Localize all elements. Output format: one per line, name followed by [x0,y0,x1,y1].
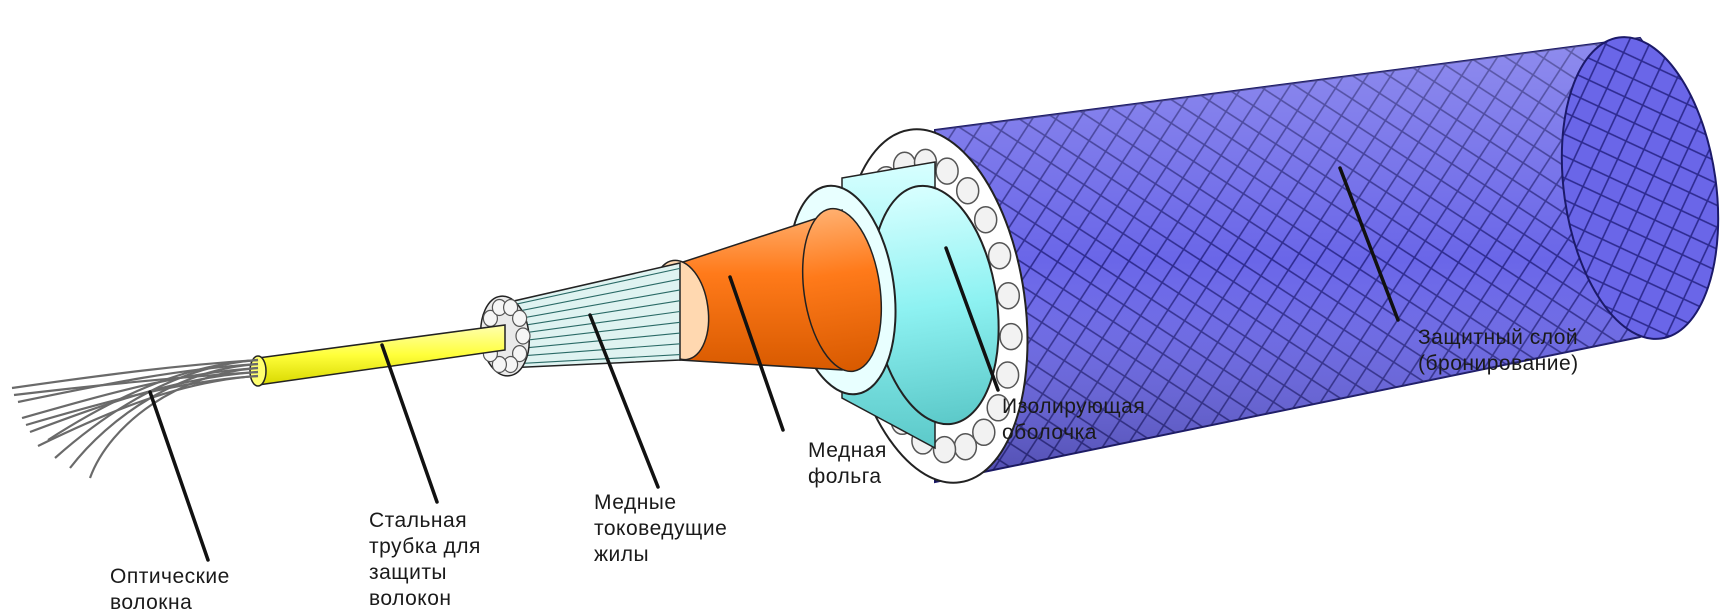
armor-wire [1000,324,1022,350]
label-line: Изолирующая [1002,394,1145,420]
leader-fibers [150,392,208,560]
label-line: жилы [594,542,727,568]
armor-wire [957,178,979,204]
label-line: Медная [808,438,887,464]
label-line: волокон [369,586,481,612]
label-line: Защитный слой [1418,325,1579,351]
copper-foil-layer [645,204,891,377]
armor-wire [975,207,997,233]
armor-wire [934,437,956,463]
core-end [513,310,527,326]
armor-wire [954,434,976,460]
label-line: токоведущие [594,516,727,542]
label-line: волокна [110,590,230,616]
core-end [516,328,530,344]
label-insulation: Изолирующая оболочка [1002,394,1145,446]
label-line: защиты [369,560,481,586]
label-line: Медные [594,490,727,516]
label-line: оболочка [1002,420,1145,446]
label-copper-cores: Медные токоведущие жилы [594,490,727,568]
steel-tube [250,325,505,386]
leader-tube [382,345,437,502]
label-line: трубка для [369,534,481,560]
copper-cores-layer [477,263,680,378]
armor-wire [997,283,1019,309]
armor-wire [997,362,1019,388]
label-line: Оптические [110,564,230,590]
armor-wire [989,243,1011,269]
label-line: Стальная [369,508,481,534]
label-line: (бронирование) [1418,351,1579,377]
label-optical-fibers: Оптические волокна [110,564,230,616]
armor-wire [936,158,958,184]
optical-fibers [12,360,258,478]
label-copper-foil: Медная фольга [808,438,887,490]
label-armor: Защитный слой (бронирование) [1418,325,1579,377]
label-steel-tube: Стальная трубка для защиты волокон [369,508,481,612]
label-line: фольга [808,464,887,490]
